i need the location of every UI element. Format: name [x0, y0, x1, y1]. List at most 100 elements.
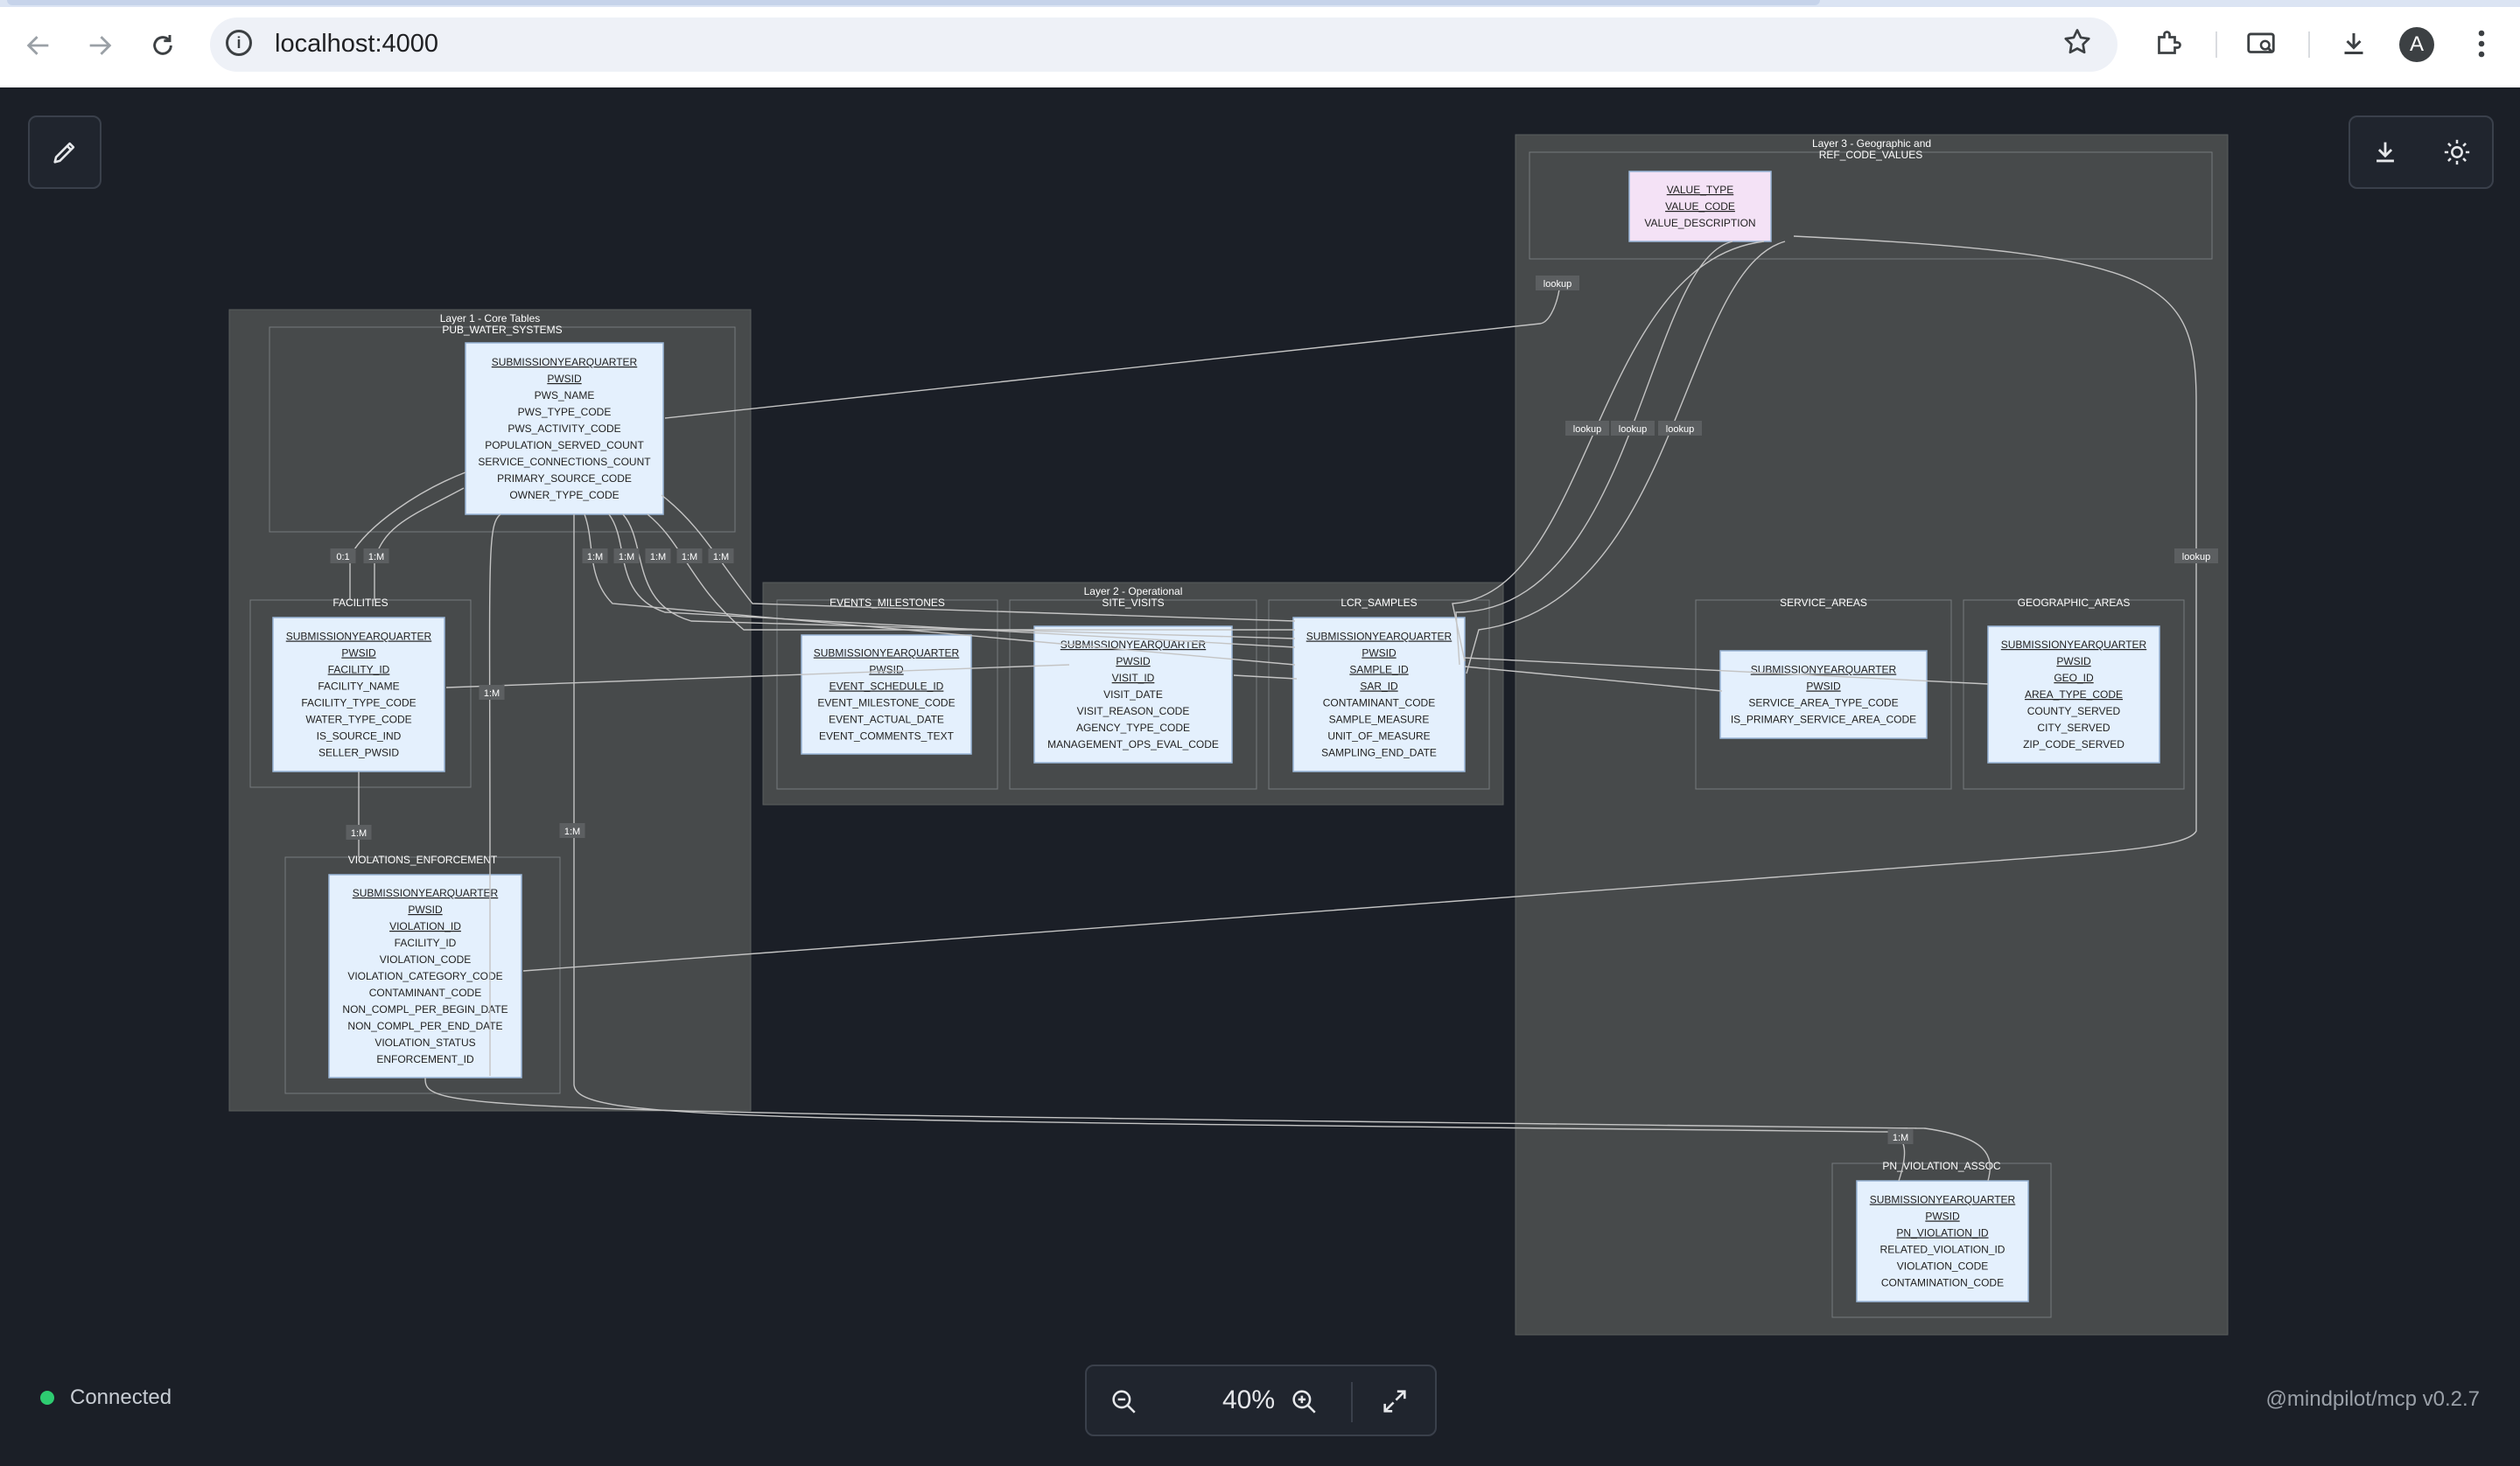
entity-box[interactable]: [272, 617, 445, 772]
entity-group-frame: [1009, 599, 1257, 790]
edge-label: 0:1: [336, 552, 349, 562]
edge-label-bg: [559, 823, 585, 838]
entity-attribute: FACILITY_ID: [328, 664, 390, 676]
entity-box[interactable]: [1719, 650, 1928, 739]
entity-group-frame: [1695, 599, 1952, 790]
edge-label-bg: [1565, 421, 1609, 436]
edge-label: lookup: [1666, 424, 1694, 435]
entity-box[interactable]: [1292, 617, 1466, 772]
zoom-controls: 40%: [1085, 1365, 1437, 1436]
entity-name: GEOGRAPHIC_AREAS: [2018, 597, 2131, 609]
edge-label: lookup: [1619, 424, 1647, 435]
entity-group-frame: [284, 856, 561, 1094]
entity-attribute: SUBMISSIONYEARQUARTER: [1306, 631, 1452, 643]
entity-attribute: PWSID: [1925, 1211, 1960, 1223]
entity-attribute: NON_COMPL_PER_BEGIN_DATE: [342, 1003, 508, 1016]
top-right-toolbar: [2348, 115, 2494, 189]
toolbar-divider: [2308, 31, 2310, 58]
edge-label-bg: [582, 548, 608, 563]
entity-box[interactable]: [1987, 625, 2160, 764]
download-icon[interactable]: [2333, 23, 2375, 65]
edge-label-bg: [2174, 548, 2218, 563]
download-icon[interactable]: [2359, 126, 2412, 178]
entity-attribute: OWNER_TYPE_CODE: [509, 489, 619, 501]
entity-attribute: PWSID: [2056, 655, 2091, 667]
expand-icon[interactable]: [1368, 1375, 1421, 1428]
pencil-icon[interactable]: [38, 126, 91, 178]
profile-avatar[interactable]: A: [2399, 27, 2434, 62]
entity-attribute: SUBMISSIONYEARQUARTER: [2001, 639, 2147, 651]
edge-label: 1:M: [368, 552, 384, 562]
url-text[interactable]: localhost:4000: [275, 30, 439, 58]
reload-icon[interactable]: [144, 26, 182, 65]
relationship-edge: [445, 664, 1070, 688]
entity-attribute: PWSID: [1362, 647, 1396, 660]
entity-attribute: GEO_ID: [2054, 672, 2094, 684]
entity-group-frame: [776, 599, 998, 790]
entity-attribute: AGENCY_TYPE_CODE: [1076, 722, 1190, 734]
entity-group-frame: [1831, 1162, 2052, 1318]
entity-attribute: SUBMISSIONYEARQUARTER: [814, 647, 960, 660]
relationship-edge: [1455, 241, 1733, 666]
entity-group-frame: [1268, 599, 1490, 790]
entity-attribute: ZIP_CODE_SERVED: [2023, 738, 2124, 750]
entity-attribute: VISIT_REASON_CODE: [1077, 705, 1190, 717]
entity-attribute: PWSID: [547, 373, 582, 385]
entity-attribute: SUBMISSIONYEARQUARTER: [286, 631, 432, 643]
menu-kebab-icon[interactable]: [2460, 23, 2502, 65]
relationship-edge: [488, 513, 501, 1076]
entity-box[interactable]: [1628, 171, 1772, 242]
relationship-edge: [1233, 674, 1298, 680]
entity-attribute: VIOLATION_ID: [389, 920, 461, 932]
bookmark-star-icon[interactable]: [2062, 26, 2093, 66]
entity-attribute: MANAGEMENT_OPS_EVAL_CODE: [1047, 738, 1219, 750]
edge-label: 1:M: [650, 552, 666, 562]
status-dot: [40, 1391, 54, 1405]
relationship-edge: [522, 235, 2197, 972]
entity-name: SITE_VISITS: [1102, 597, 1164, 609]
active-tab-indicator: [7, 0, 1820, 5]
address-bar[interactable]: i localhost:4000: [210, 17, 2118, 72]
forward-icon[interactable]: [80, 26, 119, 65]
back-icon[interactable]: [19, 26, 58, 65]
entity-box[interactable]: [1856, 1180, 2029, 1302]
edge-label-bg: [1887, 1129, 1914, 1144]
entity-box[interactable]: [465, 342, 664, 515]
entity-attribute: POPULATION_SERVED_COUNT: [485, 439, 644, 451]
entity-attribute: IS_SOURCE_IND: [317, 730, 402, 743]
entity-attribute: SERVICE_AREA_TYPE_CODE: [1748, 697, 1898, 709]
entity-attribute: PWS_NAME: [535, 389, 595, 401]
entity-attribute: SERVICE_CONNECTIONS_COUNT: [478, 456, 651, 468]
edge-label: 1:M: [484, 688, 500, 699]
layer-title: Layer 1 - Core Tables: [440, 312, 541, 325]
zoom-in-icon[interactable]: [1278, 1375, 1330, 1428]
relationship-edge: [664, 278, 1561, 419]
edge-label-bg: [1536, 276, 1579, 290]
entity-box[interactable]: [1033, 625, 1233, 764]
site-info-icon[interactable]: i: [226, 30, 252, 56]
edge-label-bg: [1611, 421, 1655, 436]
entity-attribute: VALUE_TYPE: [1667, 184, 1733, 196]
sun-icon[interactable]: [2431, 126, 2483, 178]
relationship-edge: [608, 513, 1296, 648]
zoom-out-icon[interactable]: [1097, 1375, 1150, 1428]
entity-attribute: VALUE_DESCRIPTION: [1644, 217, 1755, 229]
cast-icon[interactable]: [2240, 23, 2282, 65]
entity-name: PN_VIOLATION_ASSOC: [1882, 1160, 2000, 1172]
edge-label-bg: [330, 548, 356, 563]
entity-attribute: PWSID: [869, 664, 904, 676]
entity-attribute: CONTAMINANT_CODE: [1323, 697, 1435, 709]
entity-attribute: SAMPLE_MEASURE: [1329, 714, 1430, 726]
entity-attribute: PWSID: [341, 647, 376, 660]
entity-attribute: CITY_SERVED: [2037, 722, 2110, 734]
entity-attribute: PWS_TYPE_CODE: [518, 406, 612, 418]
edit-panel: [28, 115, 102, 189]
relationship-edge: [622, 513, 1296, 639]
edge-label: lookup: [2182, 552, 2210, 562]
extensions-icon[interactable]: [2147, 23, 2189, 65]
connection-status: Connected: [40, 1386, 172, 1410]
entity-box[interactable]: [801, 634, 972, 755]
entity-attribute: EVENT_SCHEDULE_ID: [830, 681, 944, 693]
